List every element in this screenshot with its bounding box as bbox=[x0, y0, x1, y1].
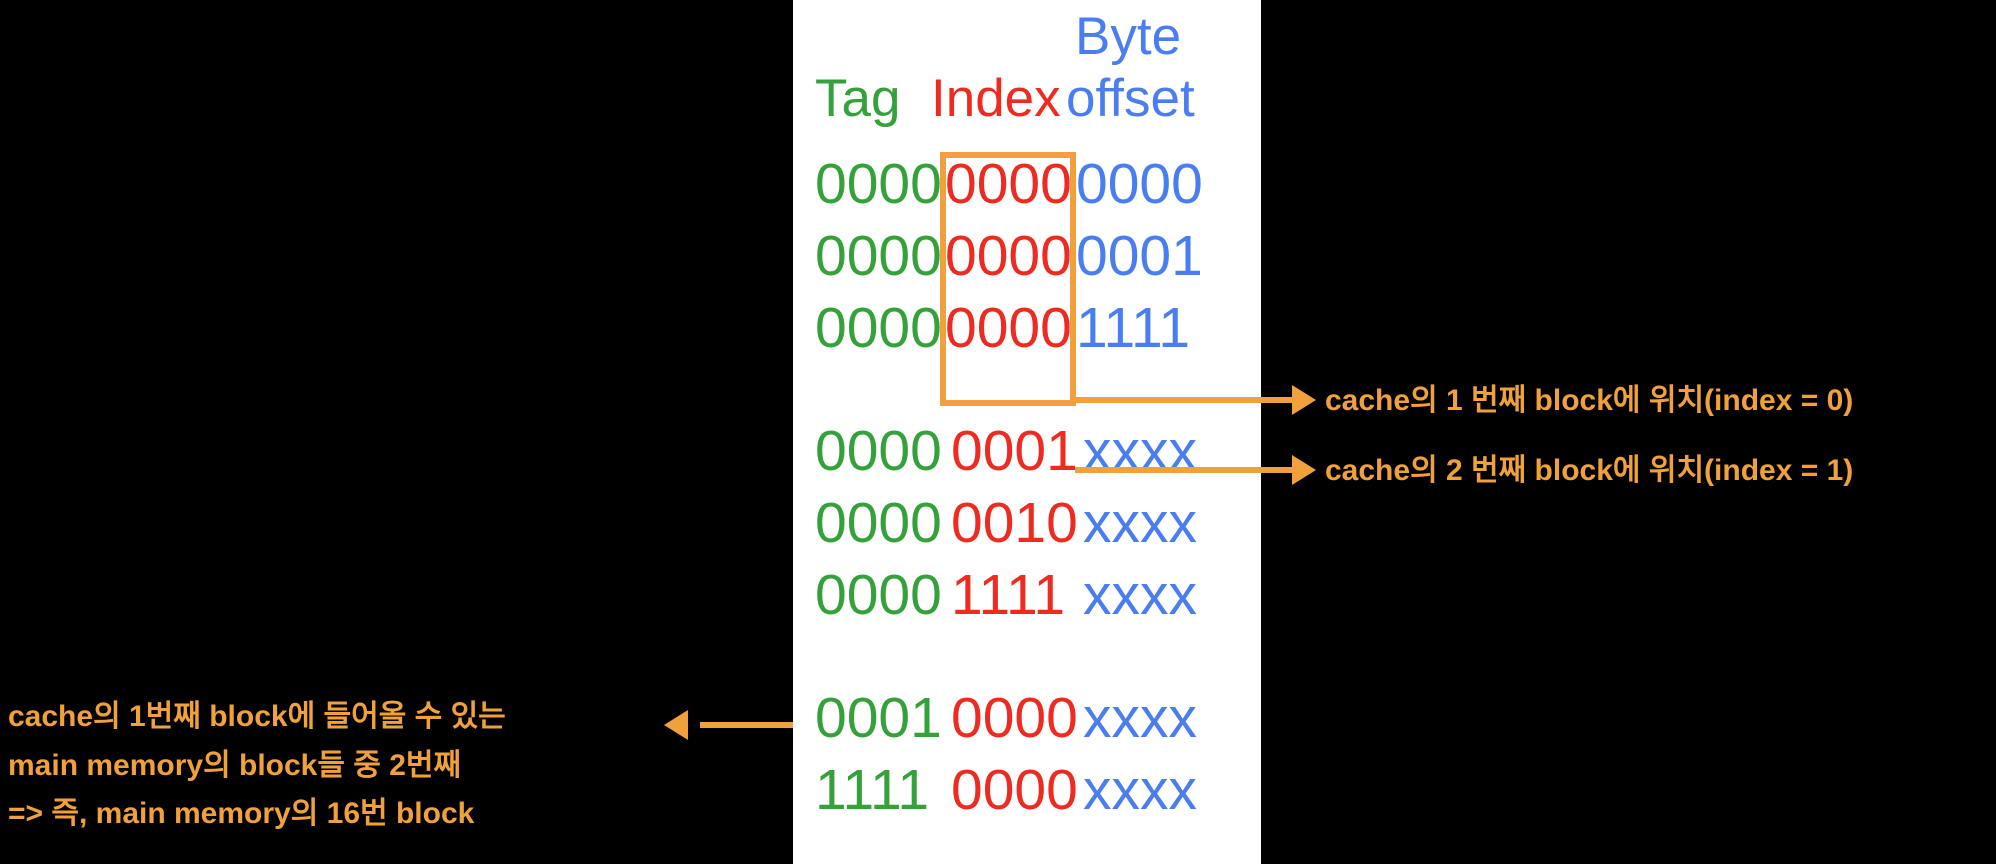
cell-index: 0000 bbox=[945, 152, 1072, 216]
cell-tag: 0000 bbox=[815, 563, 942, 627]
cell-index: 0000 bbox=[945, 224, 1072, 288]
header-tag: Tag bbox=[815, 69, 901, 128]
cell-offset: 0001 bbox=[1076, 224, 1203, 288]
annotation-bottom-left: cache의 1번째 block에 들어올 수 있는 main memory의 … bbox=[8, 693, 506, 839]
cell-index: 0010 bbox=[951, 491, 1078, 555]
cell-index: 1111 bbox=[951, 563, 1066, 627]
cell-tag: 0000 bbox=[815, 224, 942, 288]
header-index: Index bbox=[931, 69, 1061, 128]
table-row: 0000 0010 xxxx bbox=[793, 487, 1261, 559]
cell-index: 0000 bbox=[945, 296, 1072, 360]
table-row: 0000 0000 1111 bbox=[793, 292, 1261, 364]
column-headers: Tag Index Byte offset bbox=[793, 0, 1261, 140]
cell-index: 0000 bbox=[951, 758, 1078, 822]
cell-tag: 0000 bbox=[815, 152, 942, 216]
header-byte: Byte bbox=[1075, 7, 1182, 66]
header-offset: offset bbox=[1066, 69, 1195, 128]
cell-offset: 1111 bbox=[1076, 296, 1191, 360]
table-row: 0000 0000 0000 bbox=[793, 148, 1261, 220]
cell-tag: 0000 bbox=[815, 491, 942, 555]
annotation-bottom-left-line3: => 즉, main memory의 16번 block bbox=[8, 797, 475, 831]
arrow-head-1-icon bbox=[1292, 385, 1316, 415]
annotation-bottom-left-line1: cache의 1번째 block에 들어올 수 있는 bbox=[8, 700, 506, 733]
cell-index: 0001 bbox=[951, 419, 1078, 483]
cell-tag: 0001 bbox=[815, 686, 942, 750]
address-breakdown-panel: Tag Index Byte offset 0000 0000 0000 000… bbox=[793, 0, 1261, 864]
cell-tag: 0000 bbox=[815, 419, 942, 483]
table-row: 0000 0000 0001 bbox=[793, 220, 1261, 292]
annotation-bottom-left-line2: main memory의 block들 중 2번째 bbox=[8, 748, 462, 782]
arrow-head-3-icon bbox=[664, 710, 688, 740]
cell-index: 0000 bbox=[951, 686, 1078, 750]
cell-tag: 1111 bbox=[815, 758, 930, 822]
arrow-line-2 bbox=[1075, 467, 1296, 473]
table-row: 0000 0001 xxxx bbox=[793, 415, 1261, 487]
cell-tag: 0000 bbox=[815, 296, 942, 360]
cell-offset: xxxx bbox=[1083, 758, 1197, 822]
arrow-head-2-icon bbox=[1292, 455, 1316, 485]
annotation-index-0: cache의 1 번째 block에 위치(index = 0) bbox=[1325, 384, 1854, 417]
cell-offset: xxxx bbox=[1083, 686, 1197, 750]
annotation-index-1: cache의 2 번째 block에 위치(index = 1) bbox=[1325, 454, 1854, 487]
arrow-line-3 bbox=[700, 722, 793, 728]
table-row: 1111 0000 xxxx bbox=[793, 754, 1261, 826]
table-row: 0001 0000 xxxx bbox=[793, 682, 1261, 754]
cell-offset: xxxx bbox=[1083, 491, 1197, 555]
cell-offset: xxxx bbox=[1083, 563, 1197, 627]
cell-offset: xxxx bbox=[1083, 419, 1197, 483]
table-row: 0000 1111 xxxx bbox=[793, 559, 1261, 631]
index-highlight-box bbox=[940, 152, 1076, 406]
arrow-line-1 bbox=[1076, 397, 1296, 403]
cell-offset: 0000 bbox=[1076, 152, 1203, 216]
